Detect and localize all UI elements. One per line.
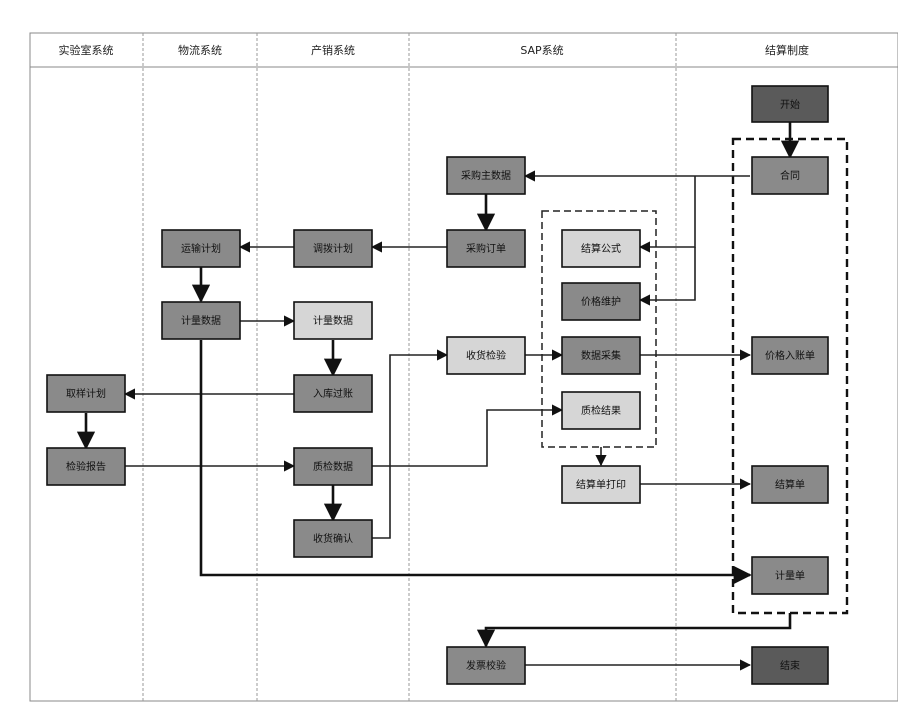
svg-text:取样计划: 取样计划 [66, 387, 106, 400]
svg-text:计量单: 计量单 [775, 569, 805, 582]
svg-text:收货检验: 收货检验 [466, 349, 506, 362]
svg-text:采购主数据: 采购主数据 [461, 169, 511, 182]
node-dispatch-plan: 调拨计划 [294, 230, 372, 267]
svg-text:质检结果: 质检结果 [581, 404, 621, 417]
node-material-in: 入库过账 [294, 375, 372, 412]
svg-text:入库过账: 入库过账 [313, 387, 353, 400]
lane-title-settlement: 结算制度 [765, 43, 809, 57]
node-end: 结束 [752, 647, 828, 684]
node-weigh-sheet: 计量单 [752, 557, 828, 594]
svg-text:结束: 结束 [780, 659, 800, 672]
node-measure-data: 计量数据 [294, 302, 372, 339]
node-data-collection: 数据采集 [562, 337, 640, 374]
lane-title-logistics: 物流系统 [178, 43, 222, 57]
node-receipt-check: 收货检验 [447, 337, 525, 374]
settlement-group-frame [733, 139, 847, 613]
svg-text:价格入账单: 价格入账单 [765, 349, 815, 362]
node-start: 开始 [752, 86, 828, 122]
node-price-entry: 价格入账单 [752, 337, 828, 374]
lane-title-sap: SAP系统 [520, 44, 563, 57]
svg-text:计量数据: 计量数据 [313, 314, 353, 327]
node-sample-plan: 取样计划 [47, 375, 125, 412]
svg-text:结算公式: 结算公式 [581, 242, 621, 255]
connectors [86, 122, 790, 665]
svg-text:价格维护: 价格维护 [581, 295, 621, 308]
node-invoice-check: 发票校验 [447, 647, 525, 684]
node-purchase-order: 采购订单 [447, 230, 525, 267]
lane-title-laboratory: 实验室系统 [59, 43, 114, 57]
svg-text:收货确认: 收货确认 [313, 532, 353, 545]
svg-text:结算单: 结算单 [775, 478, 805, 491]
node-quality-result: 质检结果 [562, 392, 640, 429]
svg-text:调拨计划: 调拨计划 [313, 242, 353, 255]
node-price-maintenance: 价格维护 [562, 283, 640, 320]
svg-text:运输计划: 运输计划 [181, 242, 221, 255]
node-collect-confirm: 收货确认 [294, 520, 372, 557]
node-settlement-formula: 结算公式 [562, 230, 640, 267]
node-quality-check: 质检数据 [294, 448, 372, 485]
svg-text:数据采集: 数据采集 [581, 349, 621, 362]
node-contract: 合同 [752, 157, 828, 194]
node-settlement-sheet: 结算单 [752, 466, 828, 503]
svg-text:计量数据: 计量数据 [181, 314, 221, 327]
svg-text:结算单打印: 结算单打印 [576, 478, 626, 491]
svg-text:发票校验: 发票校验 [466, 659, 506, 672]
node-weigh-data: 计量数据 [162, 302, 240, 339]
node-purchase-master: 采购主数据 [447, 157, 525, 194]
svg-text:合同: 合同 [780, 169, 800, 182]
lane-title-production: 产销系统 [311, 43, 355, 57]
svg-text:开始: 开始 [780, 98, 800, 111]
svg-text:采购订单: 采购订单 [466, 242, 506, 255]
node-logistics-plan: 运输计划 [162, 230, 240, 267]
svg-text:检验报告: 检验报告 [66, 460, 106, 473]
node-test-report: 检验报告 [47, 448, 125, 485]
svg-text:质检数据: 质检数据 [313, 460, 353, 473]
node-settlement-print: 结算单打印 [562, 466, 640, 503]
